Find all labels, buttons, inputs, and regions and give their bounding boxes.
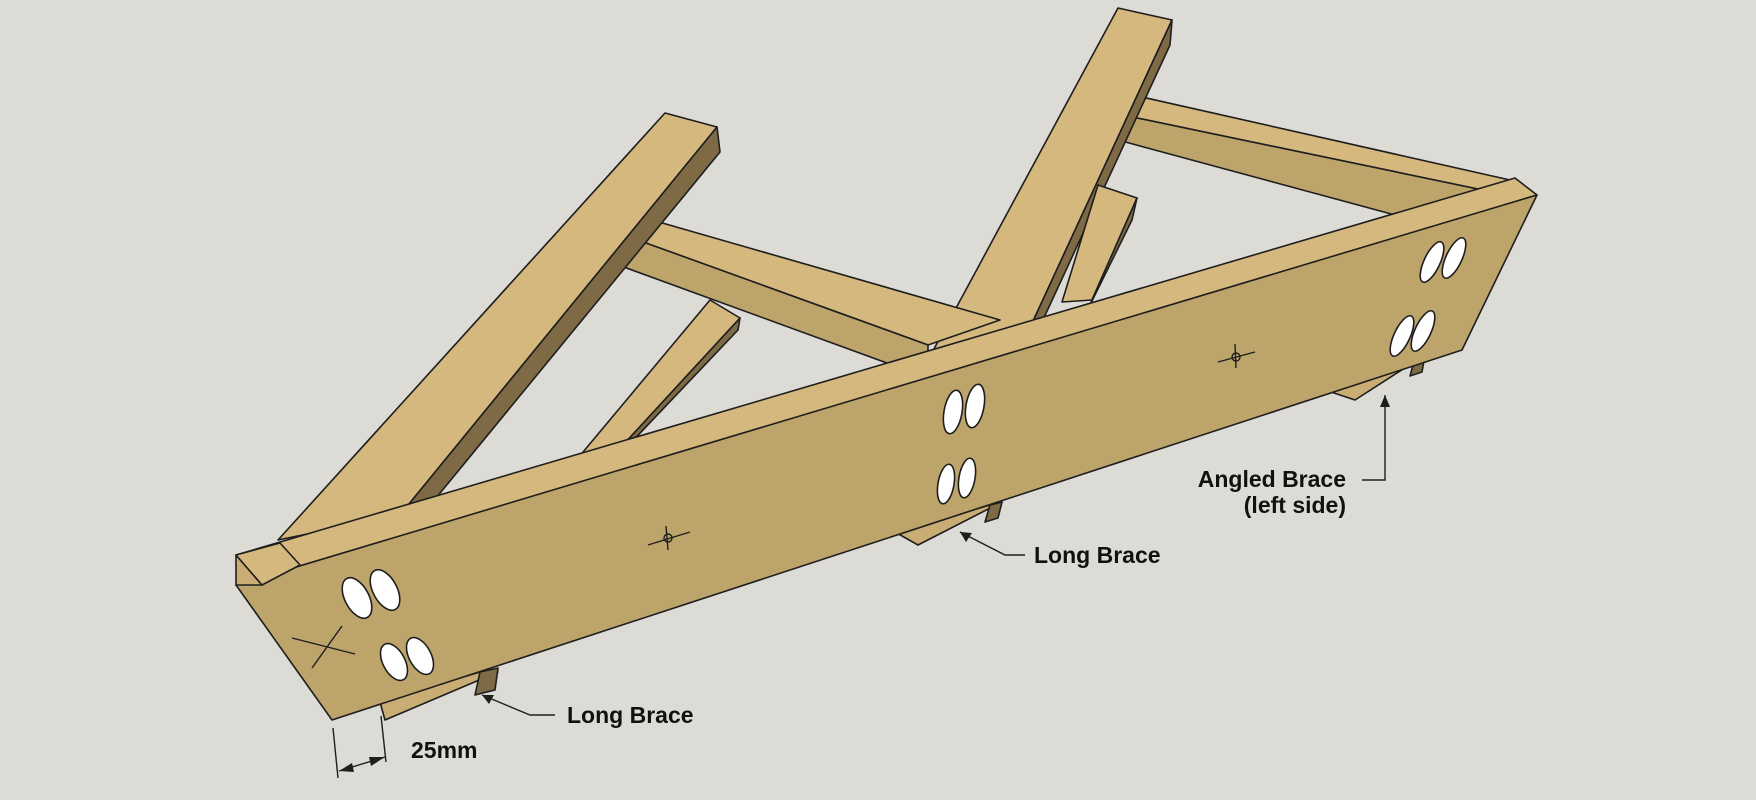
- pencil-marks: [291, 343, 1256, 669]
- long-brace-center-label: Long Brace: [1034, 542, 1161, 568]
- beam-end-cap: [235, 542, 301, 586]
- angled-brace-label-line1: Angled Brace: [1197, 466, 1346, 492]
- screw-holes: [341, 236, 1467, 682]
- long-brace-front-label: Long Brace: [567, 702, 694, 728]
- leader-lines: [481, 395, 1390, 716]
- angled-brace-label-line2: (left side): [1243, 492, 1346, 518]
- dimension-marker: [332, 715, 387, 779]
- main-beam: [235, 177, 1538, 721]
- dimension-label: 25mm: [411, 737, 478, 763]
- angled-brace-label: Angled Brace (left side): [1140, 466, 1346, 518]
